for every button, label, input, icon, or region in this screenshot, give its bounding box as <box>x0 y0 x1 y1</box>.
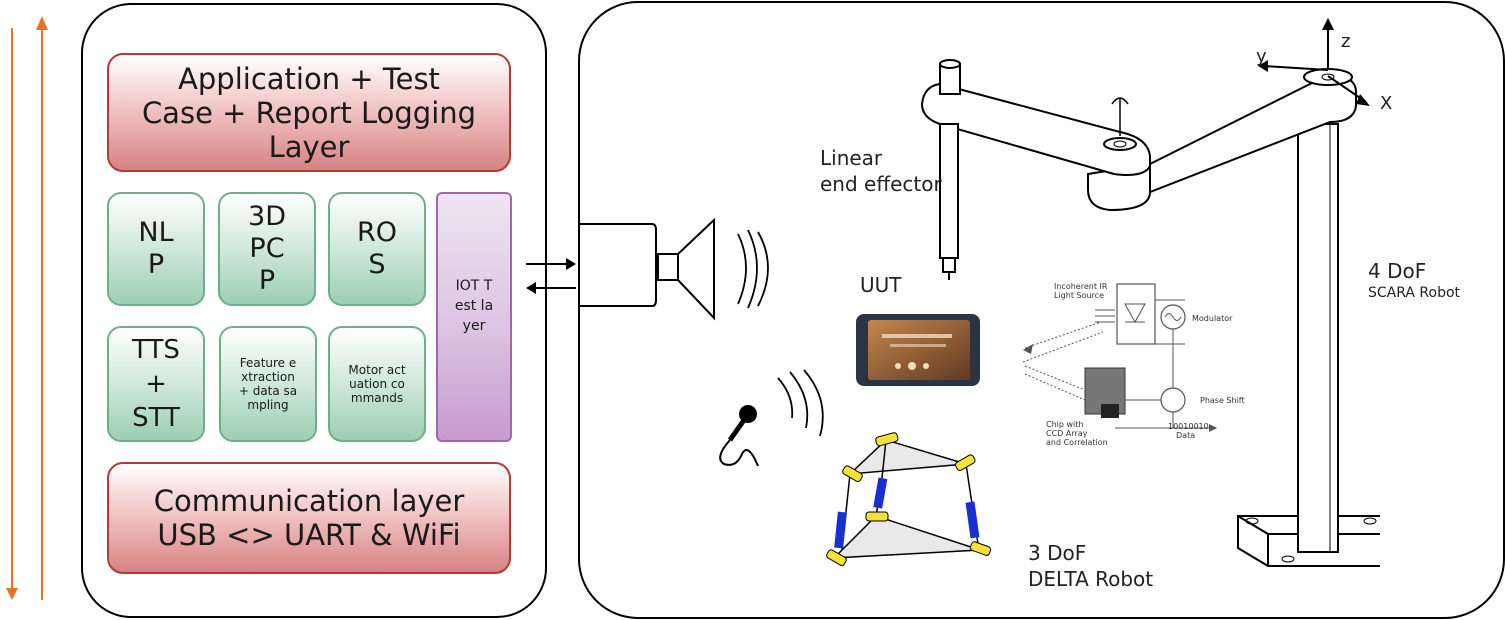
application-layer-label: Application + Test Case + Report Logging… <box>141 61 477 164</box>
scara-dof-label: 4 DoF <box>1368 259 1427 283</box>
actuator-blue-3 <box>965 501 980 539</box>
iot-test-layer-box: IOT Test layer <box>436 192 512 442</box>
axis-z-label: z <box>1341 31 1351 52</box>
communication-layer: Communication layer USB <> UART & WiFi <box>107 462 511 574</box>
axis-y-label: y <box>1256 46 1267 67</box>
scara-robot-drawing <box>920 18 1380 567</box>
motor-actuation-box: Motor actuation commands <box>328 326 426 442</box>
ir-modulator-label: Modulator <box>1192 314 1233 323</box>
communication-layer-protocols: USB <> UART & WiFi <box>157 518 461 552</box>
3dpcp-box: 3DPCP <box>218 192 316 306</box>
feature-extraction-box: Feature extraction + data sampling <box>219 326 317 442</box>
delta-robot-drawing <box>826 432 992 566</box>
actuator-blue-1 <box>873 477 888 509</box>
bidirectional-arrows <box>526 258 576 294</box>
scara-type-label: SCARA Robot <box>1368 285 1461 301</box>
ros-label: ROS <box>356 217 397 280</box>
ir-source-label: Incoherent IR Light Source <box>1054 282 1108 300</box>
ros-box: ROS <box>328 192 426 306</box>
nlp-box: NLP <box>107 192 205 306</box>
scara-robot-label: 4 DoF SCARA Robot <box>1368 258 1460 302</box>
delta-dof-label: 3 DoF <box>1028 541 1087 565</box>
linear-label-line1: Linear <box>820 146 883 170</box>
ir-data-bits: 10010010 <box>1168 422 1209 431</box>
tts-stt-label: TTS + STT <box>132 335 180 433</box>
iot-test-layer-label: IOT Test layer <box>454 278 494 334</box>
speaker-icon <box>578 217 769 321</box>
linear-end-effector-label: Linear end effector <box>820 145 942 197</box>
ir-phase-label: Phase Shift <box>1200 396 1245 405</box>
mic-wave-icon <box>777 377 794 419</box>
axis-x-label: X <box>1380 93 1393 114</box>
nlp-label: NLP <box>138 217 174 280</box>
down-arrow-icon <box>6 588 18 600</box>
3dpcp-label: 3DPCP <box>248 201 286 296</box>
data-flow-arrows <box>6 16 48 600</box>
actuator-blue-2 <box>834 511 847 549</box>
application-layer: Application + Test Case + Report Logging… <box>107 53 511 172</box>
linear-label-line2: end effector <box>820 172 942 196</box>
ir-chip-label: Chip with CCD Array and Correlation <box>1046 420 1108 447</box>
ir-data-label: Data <box>1176 431 1196 440</box>
ir-sensor-diagram <box>1022 283 1217 432</box>
up-arrow-icon <box>36 16 48 30</box>
left-arrow-icon <box>526 282 536 294</box>
microphone-icon <box>719 369 824 467</box>
motor-actuation-label: Motor actuation commands <box>348 363 406 405</box>
communication-layer-title: Communication layer <box>153 484 465 518</box>
tts-stt-box: TTS + STT <box>107 326 205 442</box>
right-arrow-icon <box>566 258 576 270</box>
sound-wave-icon <box>737 233 747 305</box>
smart-display-device <box>856 314 980 386</box>
feature-extraction-label: Feature extraction + data sampling <box>238 356 298 412</box>
delta-robot-label: 3 DoF DELTA Robot <box>1028 540 1153 592</box>
delta-type-label: DELTA Robot <box>1028 567 1154 591</box>
uut-label: UUT <box>860 273 902 297</box>
